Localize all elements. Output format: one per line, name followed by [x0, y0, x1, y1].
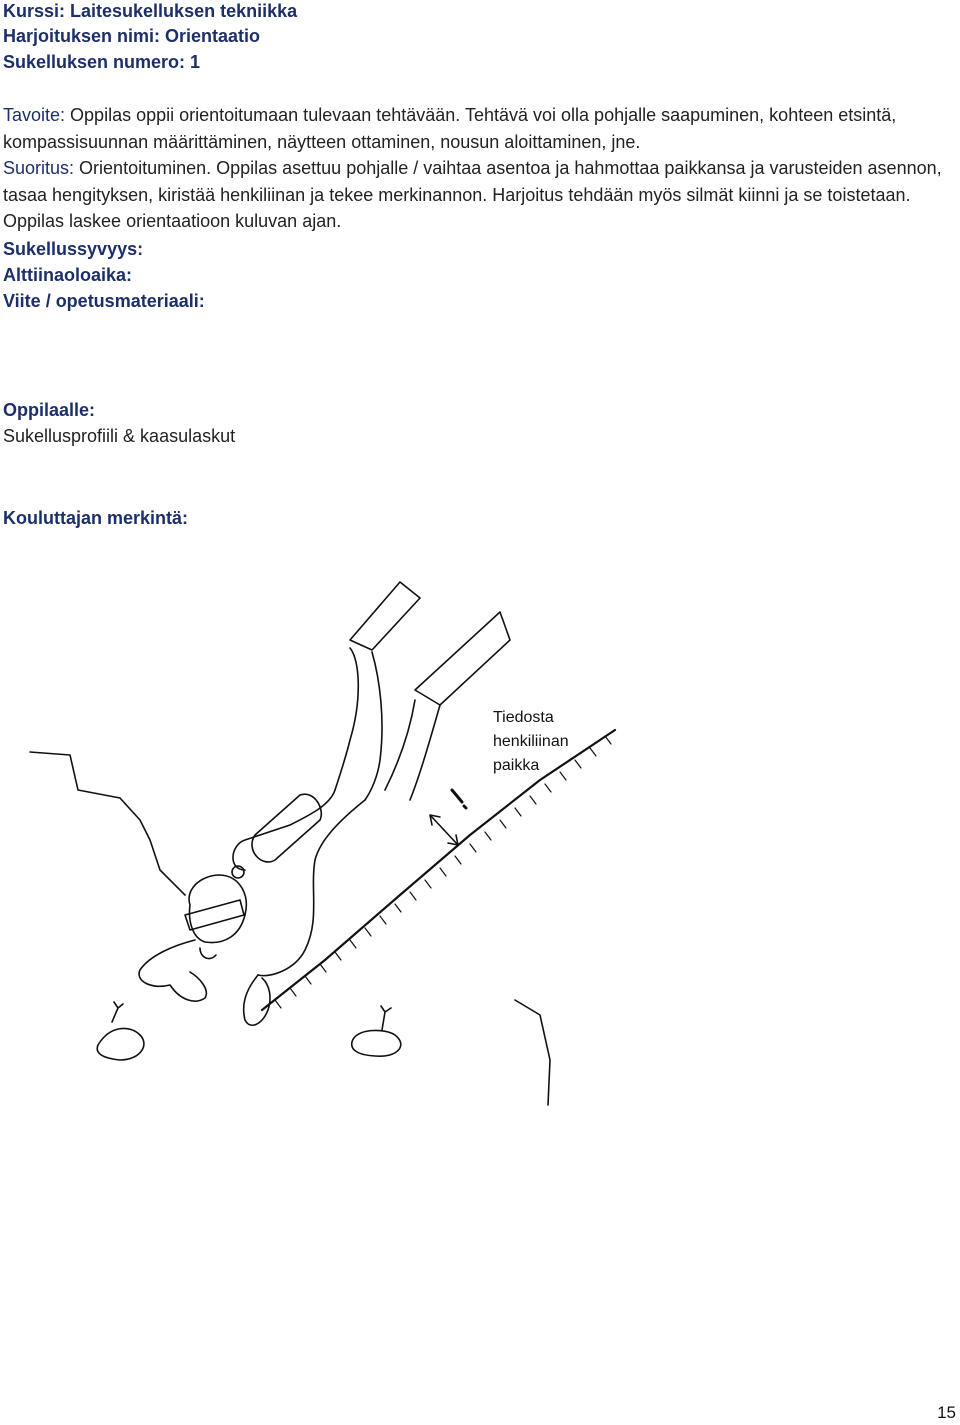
callout-line-2: henkiliinan: [493, 733, 569, 750]
left-leg-outer: [334, 647, 360, 791]
right-leg-outer: [384, 699, 416, 791]
diver-illustration: [29, 581, 617, 1106]
mask: [184, 899, 245, 931]
exclamation-mark: [450, 788, 468, 810]
callout-line-3: paikka: [493, 757, 540, 774]
torso-back: [257, 799, 366, 977]
torso-top: [232, 789, 336, 871]
alt-time-field: Alttiinaoloaika:: [3, 265, 133, 285]
valve: [231, 865, 245, 879]
left-arm: [138, 939, 208, 1002]
dive-number: Sukelluksen numero: 1: [3, 52, 201, 72]
goal-text: Oppilas oppii orientoitumaan tulevaan te…: [3, 105, 897, 152]
callout-text: Tiedosta henkiliinan paikka: [493, 706, 569, 778]
seabed-right-line: [514, 999, 551, 1106]
execution-label: Suoritus:: [3, 158, 75, 178]
tank: [251, 793, 322, 863]
execution-text: Orientoituminen. Oppilas asettuu pohjall…: [3, 158, 942, 231]
page-number: 15: [937, 1403, 956, 1422]
arrow-mark: [429, 814, 459, 846]
goal-paragraph: Tavoite: Oppilas oppii orientoitumaan tu…: [3, 102, 953, 155]
goal-label: Tavoite:: [3, 105, 66, 125]
student-label: Oppilaalle:: [3, 400, 96, 420]
plant-right: [380, 1005, 392, 1031]
instructor-note-label: Kouluttajan merkintä:: [3, 508, 189, 528]
left-leg-inner: [364, 651, 383, 801]
right-leg-inner: [409, 704, 441, 801]
course-title: Kurssi: Laitesukelluksen tekniikka: [3, 1, 298, 21]
rope-texture: [274, 735, 612, 1009]
depth-field: Sukellussyvyys:: [3, 239, 144, 259]
right-arm: [242, 974, 271, 1026]
left-fin: [349, 581, 421, 651]
exercise-name: Harjoituksen nimi: Orientaatio: [3, 26, 261, 46]
plant-left: [111, 1001, 124, 1023]
rock-right: [350, 1029, 402, 1057]
head: [188, 874, 247, 944]
callout-line-1: Tiedosta: [493, 709, 554, 726]
reference-field: Viite / opetusmateriaali:: [3, 291, 205, 311]
seabed-left-line: [29, 751, 186, 896]
execution-paragraph: Suoritus: Orientoituminen. Oppilas asett…: [3, 155, 953, 235]
student-text: Sukellusprofiili & kaasulaskut: [3, 426, 236, 446]
rock-left: [96, 1027, 145, 1061]
rope-line: [260, 728, 617, 1012]
regulator: [199, 947, 217, 960]
right-fin: [414, 611, 511, 706]
